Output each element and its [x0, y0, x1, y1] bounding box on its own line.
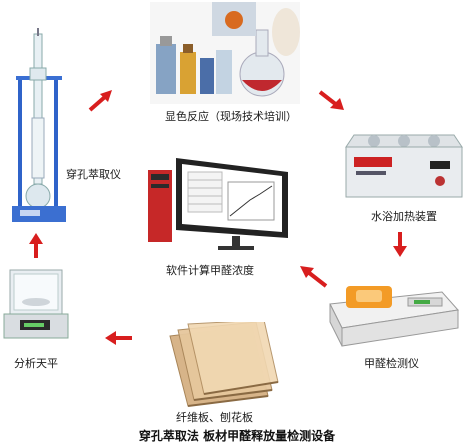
- water-bath-image: [344, 125, 464, 201]
- perforator-apparatus-image: [8, 28, 70, 228]
- boards-image: [160, 322, 280, 408]
- color-reaction-label: 显色反应（现场技术培训）: [165, 110, 297, 123]
- perforator-label: 穿孔萃取仪: [66, 168, 121, 181]
- software-label: 软件计算甲醛浓度: [166, 264, 254, 277]
- figure-caption: 穿孔萃取法 板材甲醛释放量检测设备: [138, 429, 336, 443]
- arrow-to-balance: [105, 331, 132, 345]
- arrow-to-perforator: [29, 233, 43, 258]
- balance-image: [2, 268, 70, 344]
- color-reaction-image: [150, 2, 300, 104]
- detector-label: 甲醛检测仪: [364, 357, 419, 370]
- arrow-to-color-reaction: [88, 90, 112, 112]
- computer-image: [148, 158, 290, 254]
- boards-label: 纤维板、刨花板: [176, 411, 253, 424]
- arrow-to-detector: [393, 232, 407, 257]
- arrow-to-water-bath: [318, 90, 344, 110]
- arrow-to-software: [300, 266, 328, 288]
- balance-label: 分析天平: [14, 357, 58, 370]
- detector-image: [322, 270, 462, 348]
- water-bath-label: 水浴加热装置: [371, 210, 437, 223]
